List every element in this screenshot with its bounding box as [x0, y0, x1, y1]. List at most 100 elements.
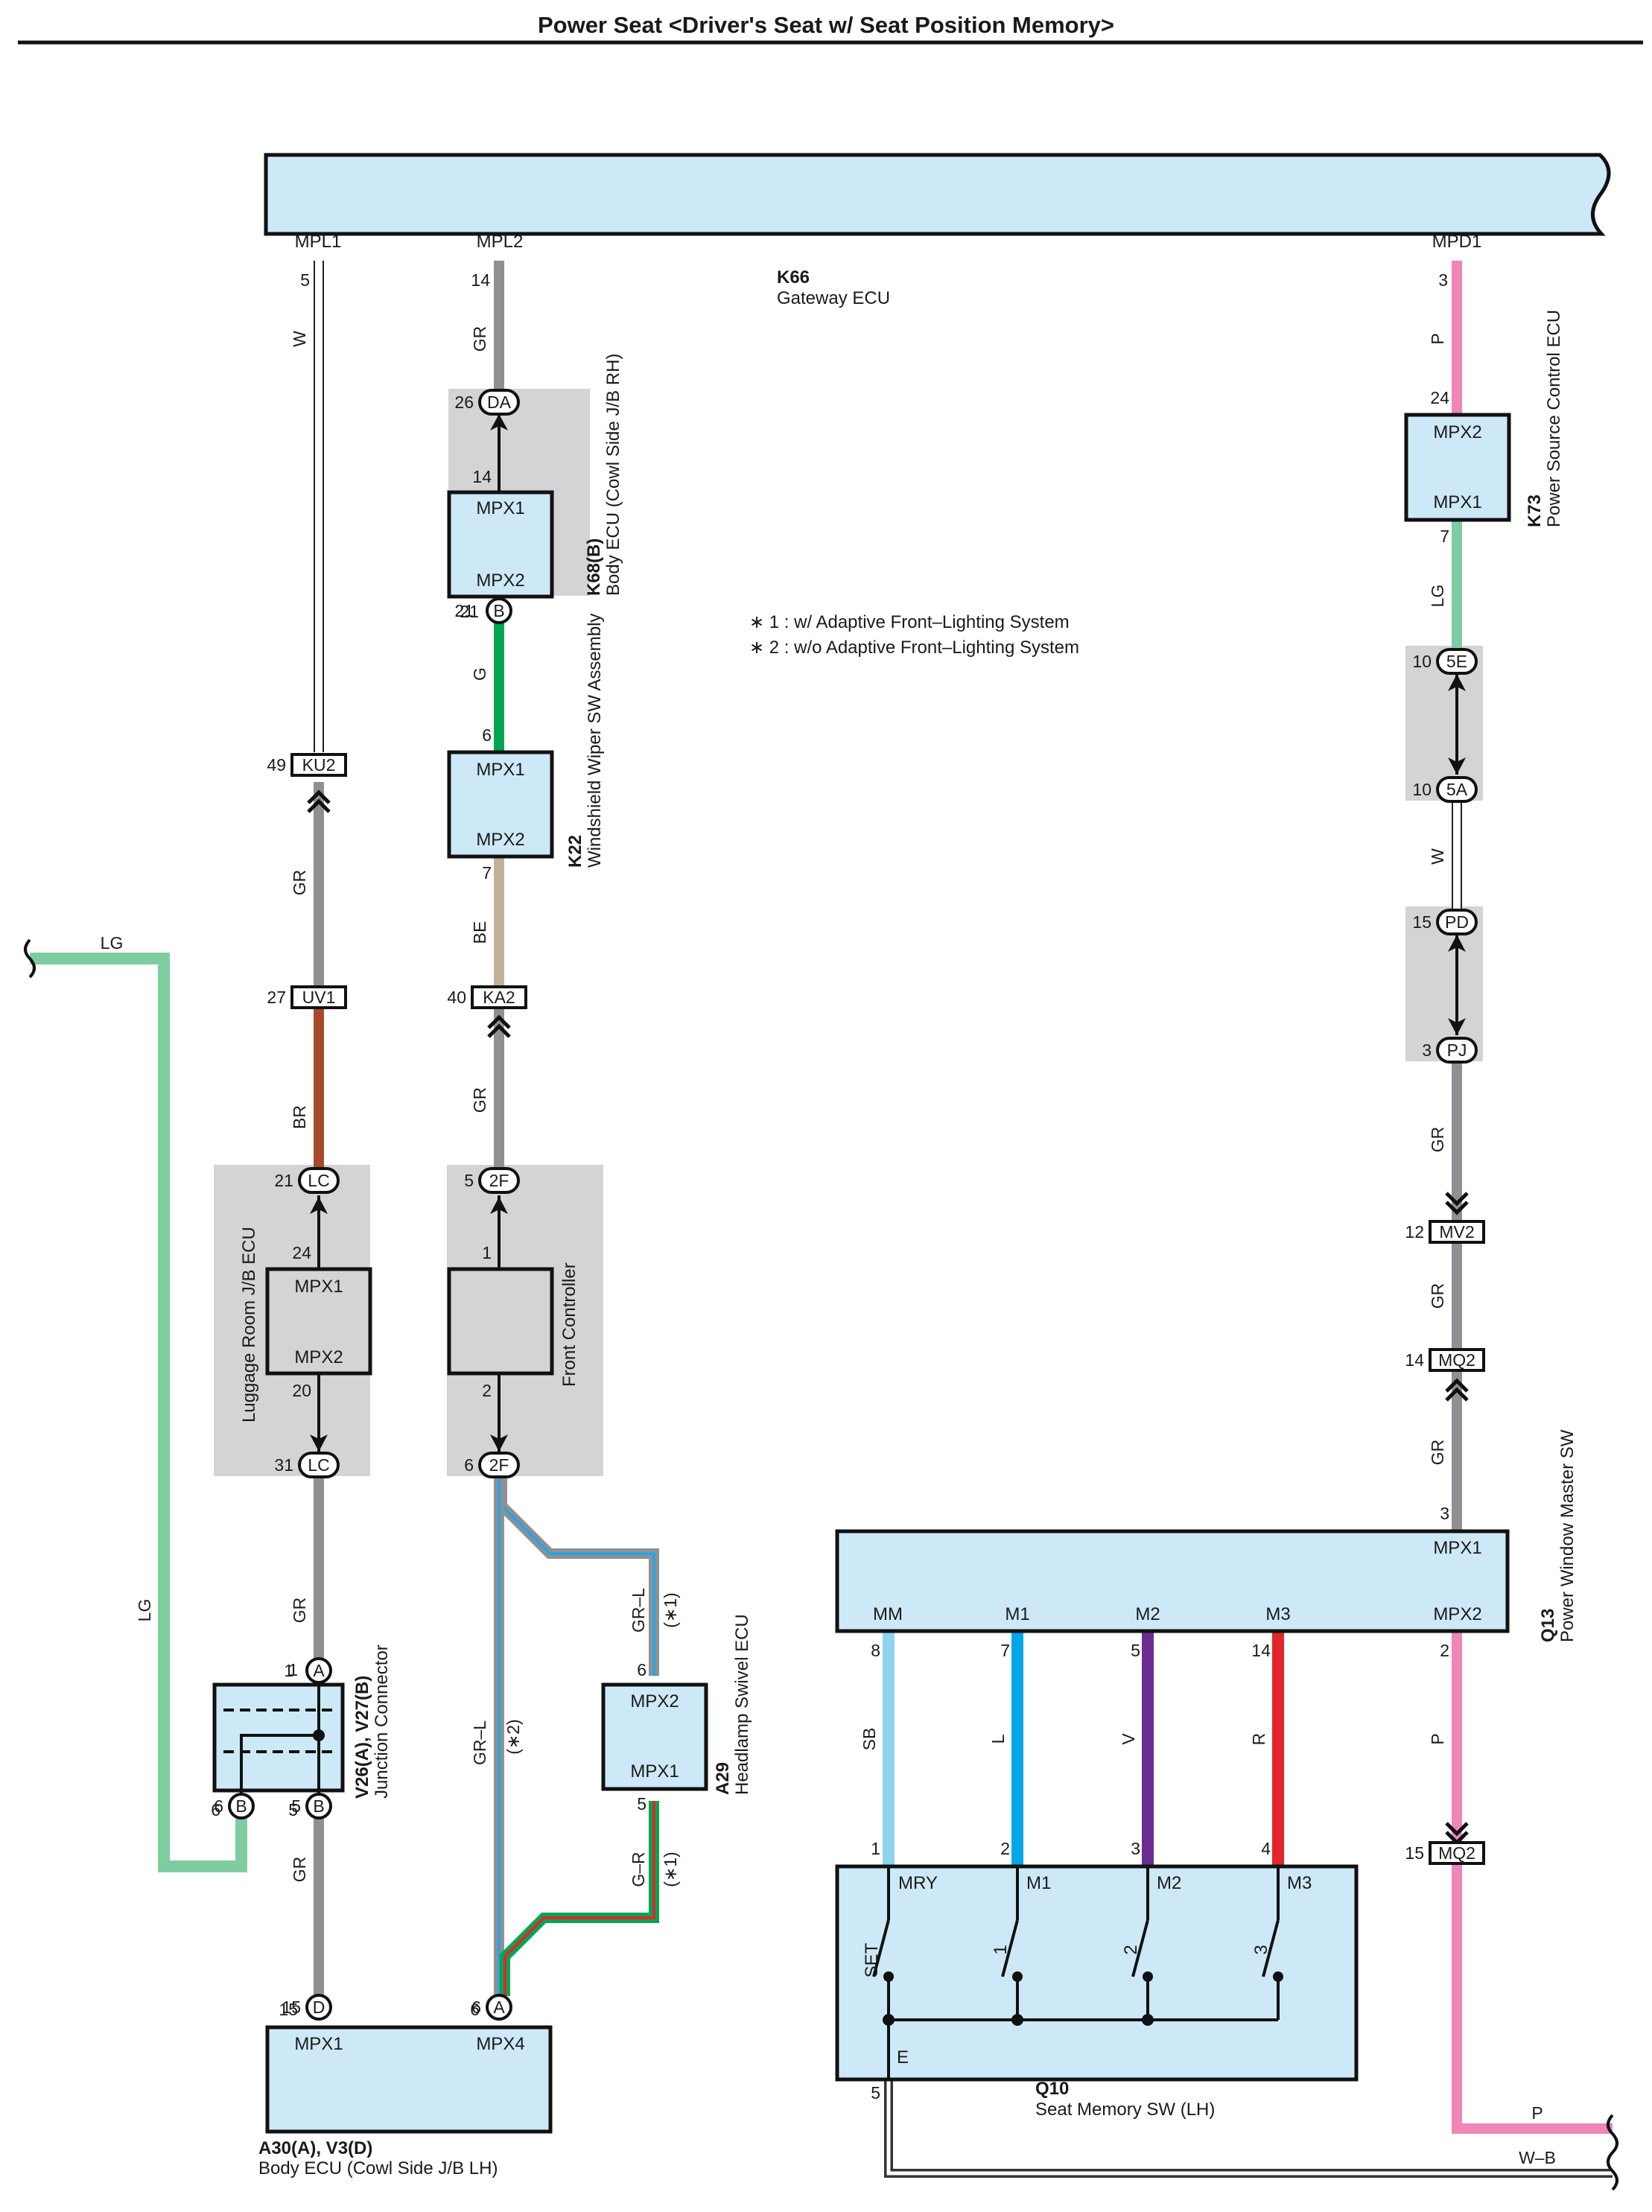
- connector-pin: 5: [291, 1796, 301, 1816]
- wire-label-wb: W–B: [1519, 2148, 1556, 2167]
- q13-port-m1: M1: [1005, 1604, 1029, 1624]
- connector-b-5: B5: [291, 1793, 332, 1820]
- k68-label: K68(B) Body ECU (Cowl Side J/B RH): [584, 354, 623, 596]
- connector-id: A: [313, 1661, 325, 1680]
- note-2: ∗ 2 : w/o Adaptive Front–Lighting System: [749, 638, 1079, 658]
- wire-grl-a29-stripe: [501, 1478, 655, 1676]
- a29-port-mpx1: MPX1: [630, 1761, 679, 1782]
- k66-port-mpl2: MPL2: [477, 232, 524, 252]
- connector-pin: 21: [454, 601, 474, 620]
- wire-label-note2: (∗2): [503, 1719, 523, 1754]
- connector-pin: 49: [267, 755, 286, 775]
- connector-id: MQ2: [1438, 1350, 1475, 1370]
- q10-node-e: [883, 2014, 895, 2026]
- junction-code: V26(A), V27(B): [352, 1676, 372, 1799]
- k22-code: K22: [565, 835, 585, 868]
- connector-shape: [478, 1452, 520, 1478]
- connector-shape: [1429, 1348, 1485, 1372]
- q10-switch-2-text: 2: [1121, 1945, 1141, 1954]
- connector-a-6: A6: [471, 1994, 512, 2021]
- k73-label: K73 Power Source Control ECU: [1525, 310, 1564, 527]
- q13-pin-8: 8: [871, 1641, 880, 1660]
- connector-pin: 12: [1405, 1222, 1424, 1242]
- wire-label-gr-ka2: GR: [470, 1087, 489, 1113]
- connector-b-6: B6: [214, 1793, 255, 1820]
- connector-shape: [478, 389, 520, 416]
- wire-p-right: [1452, 1863, 1613, 2134]
- connector-shape: [298, 1167, 340, 1194]
- junction-pin-5: 5: [288, 1800, 298, 1820]
- connector-shape: [471, 985, 527, 1009]
- q10-port-m3: M3: [1287, 1873, 1312, 1893]
- wire-label-gr-pj: GR: [1428, 1127, 1447, 1153]
- wire-gr-a29: [500, 1801, 659, 1996]
- q10-switch-label-2: 2: [1121, 1945, 1141, 1954]
- connector-id: B: [313, 1796, 324, 1816]
- a29-code: A29: [713, 1762, 733, 1795]
- q10-box: [835, 1864, 1359, 2082]
- q13-port-mpx2: MPX2: [1433, 1604, 1481, 1624]
- k22-pin-7: 7: [482, 863, 492, 883]
- connector-pin: 27: [267, 988, 286, 1007]
- connector-id: UV1: [302, 988, 336, 1007]
- connector-pin: 15: [1405, 1843, 1424, 1863]
- q10-switch-2-contact: [1143, 1971, 1153, 1982]
- wire-label-v: V: [1119, 1733, 1138, 1745]
- a29-pin-5: 5: [637, 1794, 646, 1814]
- luggage-pin-24: 24: [292, 1243, 311, 1262]
- q10-port-m2: M2: [1157, 1873, 1181, 1893]
- connector-pin: 1: [284, 1661, 293, 1680]
- junction-node: [313, 1729, 325, 1741]
- q10-switch-1-text: 1: [991, 1945, 1011, 1954]
- k66-code: K66: [777, 267, 810, 287]
- connector-d-15: D15: [282, 1994, 332, 2021]
- wire-label-br-uv1: BR: [290, 1105, 309, 1129]
- k73-port-mpx2: MPX2: [1433, 422, 1481, 442]
- wire-label-gr-lc: GR: [290, 1598, 309, 1624]
- page-title: Power Seat <Driver's Seat w/ Seat Positi…: [538, 12, 1114, 38]
- k66-port-mpl1: MPL1: [295, 232, 342, 252]
- connector-shape: [305, 1657, 332, 1684]
- connector-shape: [1436, 648, 1478, 675]
- q10-pin-5: 5: [871, 2083, 880, 2103]
- connector-2f-6: 2F6: [464, 1452, 520, 1478]
- connector-pin: 3: [1422, 1040, 1432, 1060]
- q13-label: Q13 Power Window Master SW: [1538, 1429, 1578, 1642]
- k66-name: Gateway ECU: [777, 288, 890, 308]
- break-mark-left-icon: [24, 938, 36, 979]
- a29-pin-6: 6: [637, 1660, 646, 1679]
- connector-shape: [305, 1994, 332, 2021]
- wire-label-lg-left2: LG: [135, 1599, 154, 1622]
- connector-pin: 6: [214, 1796, 223, 1816]
- connector-shape: [486, 1994, 512, 2021]
- k73-box: [1404, 413, 1511, 522]
- connector-pin: 10: [1412, 780, 1432, 799]
- q10-switch-network: [872, 1866, 1280, 2080]
- wire-label-p-right: P: [1531, 2103, 1543, 2123]
- front-label: Front Controller: [559, 1262, 579, 1387]
- connector-id: LC: [308, 1455, 329, 1475]
- q13-pin-5: 5: [1131, 1641, 1140, 1660]
- double-arrow-down-icon: [1448, 757, 1466, 775]
- k22-name: Windshield Wiper SW Assembly: [585, 614, 605, 868]
- gateway-ecu-box: [264, 153, 1611, 236]
- a30-port-mpx4: MPX4: [476, 2034, 524, 2054]
- front-arrow-down-icon: [490, 1434, 508, 1452]
- wire-label-note1-a: (∗1): [661, 1592, 680, 1627]
- k68-name: Body ECU (Cowl Side J/B RH): [603, 354, 623, 596]
- q10-name: Seat Memory SW (LH): [1035, 2100, 1215, 2120]
- wire-gr-a29-stripe: [503, 1801, 655, 1996]
- k66-pin-5: 5: [300, 270, 310, 290]
- connector-id: A: [493, 1998, 505, 2017]
- q10-pin-3: 3: [1131, 1839, 1140, 1858]
- connector-pin: 21: [274, 1171, 293, 1190]
- a29-port-mpx2: MPX2: [630, 1691, 679, 1712]
- connector-shape: [298, 1452, 340, 1478]
- junction-name: Junction Connector: [372, 1644, 392, 1799]
